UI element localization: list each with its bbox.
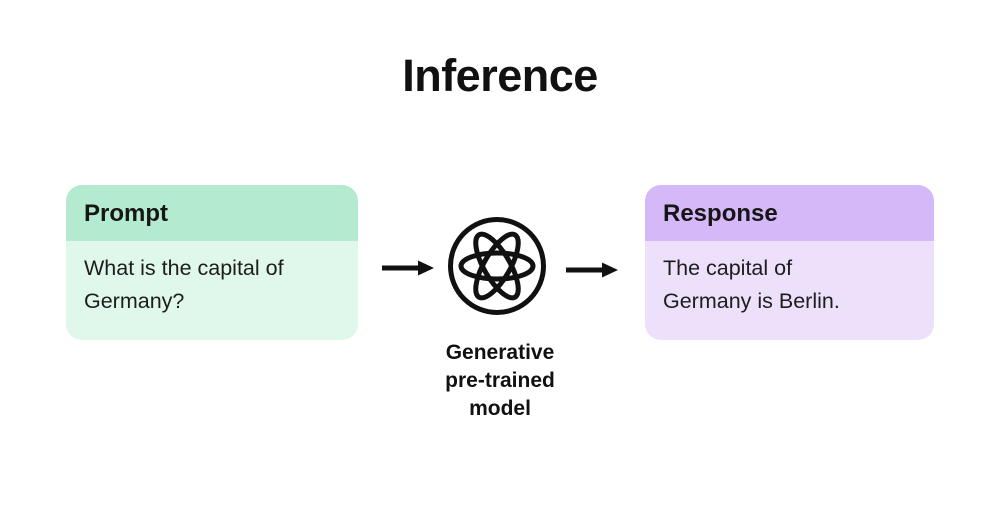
model-label-line: pre-trained [445,369,555,392]
prompt-card-body: What is the capital of Germany? [66,241,358,340]
atom-icon [448,217,546,315]
prompt-card: Prompt What is the capital of Germany? [66,185,358,340]
response-card: Response The capital of Germany is Berli… [645,185,934,340]
response-card-body: The capital of Germany is Berlin. [645,241,934,340]
response-body-line: Germany is Berlin. [663,289,840,313]
prompt-card-header: Prompt [66,185,358,241]
prompt-body-line: What is the capital of [84,256,284,280]
model-label-line: Generative [445,341,555,364]
right-arrow-icon [382,260,434,276]
model-label: Generative pre-trained model [375,339,625,423]
right-arrow-icon [566,262,618,278]
response-body-line: The capital of [663,256,793,280]
model-label-line: model [469,397,531,420]
page-title: Inference [402,50,598,101]
response-card-header: Response [645,185,934,241]
prompt-body-line: Germany? [84,289,185,313]
